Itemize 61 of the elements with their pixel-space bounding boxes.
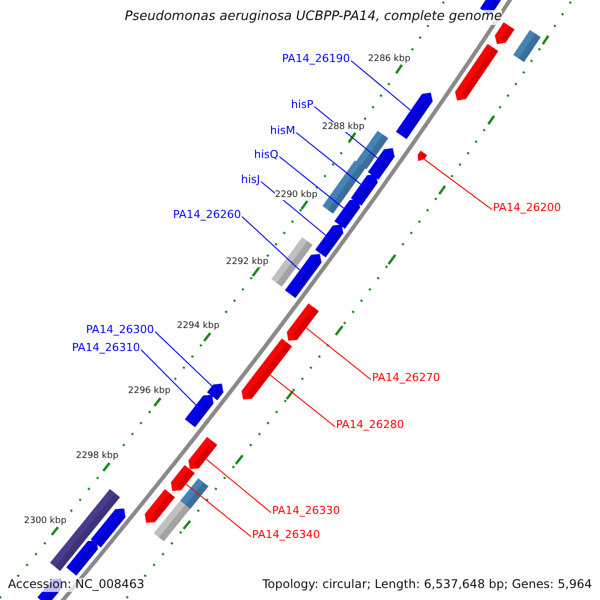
gene-block: [180, 478, 208, 510]
gene-block: [334, 199, 360, 229]
scale-label: 2286 kbp: [368, 54, 410, 64]
gene-block: [154, 500, 190, 542]
accession-text: Accession: NC_008463: [8, 578, 144, 592]
gene-block: [170, 465, 195, 491]
leader-line: [260, 181, 326, 236]
gene-block: [66, 540, 98, 576]
scale-label: 2294 kbp: [177, 321, 220, 332]
gene-label: hisM: [270, 125, 296, 138]
gene-block: [368, 148, 395, 180]
gene-block: [242, 338, 292, 400]
gene-block: [356, 130, 388, 170]
gene-block: [315, 224, 344, 258]
leader-line: [270, 374, 336, 428]
leader-line: [424, 158, 492, 210]
scale-label: 2296 kbp: [128, 386, 170, 396]
gene-label: PA14_26190: [282, 53, 350, 66]
leader-line: [306, 327, 372, 380]
leader-line: [154, 331, 212, 386]
gene-label: hisJ: [241, 174, 260, 187]
genome-info-text: Topology: circular; Length: 6,537,648 bp; Genes: 5,964: [262, 578, 592, 592]
gene-block: [286, 303, 319, 341]
gene-block: [350, 174, 378, 206]
gene-block: [184, 394, 214, 428]
gene-block: [50, 489, 120, 571]
leader-line: [350, 60, 412, 111]
scale-label: 2298 kbp: [76, 451, 118, 462]
gene-block: [206, 384, 224, 400]
gene-block: [396, 92, 433, 140]
scale-label: 2290 kbp: [275, 190, 318, 200]
leader-line: [278, 156, 344, 209]
scale-label: 2292 kbp: [226, 257, 268, 268]
leader-line: [186, 484, 252, 538]
gene-block: [90, 508, 126, 548]
gene-label: hisQ: [254, 149, 278, 162]
gene-block: [418, 150, 428, 162]
gene-block: [494, 22, 514, 44]
leader-line: [140, 349, 196, 406]
leader-line: [206, 458, 272, 514]
scale-label: 2288 kbp: [322, 122, 364, 132]
gene-label: PA14_26270: [372, 372, 440, 385]
gene-label: PA14_26340: [252, 529, 320, 542]
scale-label: 2300 kbp: [24, 516, 66, 526]
gene-label: PA14_26200: [493, 202, 561, 215]
gene-block: [271, 237, 313, 287]
gene-block: [455, 44, 498, 100]
gene-block: [513, 30, 541, 62]
leader-line: [296, 132, 362, 185]
gene-label: hisP: [291, 99, 314, 112]
gene-block: [188, 436, 218, 470]
gene-block: [322, 160, 366, 214]
gene-label: PA14_26310: [72, 342, 140, 355]
gene-block: [284, 254, 322, 298]
gene-block: [144, 489, 175, 523]
gene-label: PA14_26260: [173, 209, 241, 222]
gene-label: PA14_26330: [272, 505, 340, 518]
leader-line: [242, 216, 300, 271]
gene-label: PA14_26300: [86, 324, 154, 337]
gene-label: PA14_26280: [336, 419, 404, 432]
title: Pseudomonas aeruginosa UCBPP-PA14, complete genome: [124, 10, 502, 25]
